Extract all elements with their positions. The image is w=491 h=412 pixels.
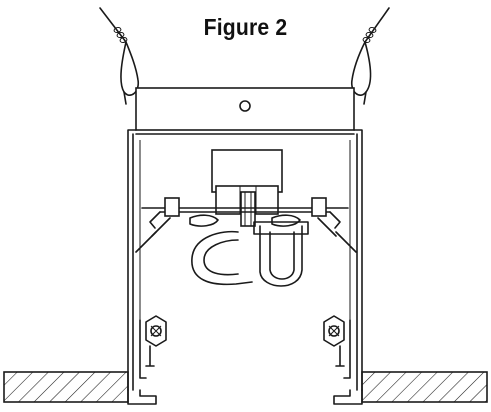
ceiling-right (361, 371, 488, 403)
top-mounting-plate (135, 87, 355, 131)
lamp-tube-left (191, 230, 253, 286)
trim-flange (127, 389, 363, 405)
lamp-tube-right (253, 221, 309, 287)
lamp-bracket (135, 197, 357, 253)
right-hanger-wire (350, 7, 390, 105)
housing-frame (127, 129, 363, 391)
right-trim-clip (323, 315, 351, 379)
ballast-block (211, 149, 283, 227)
figure-title: Figure 2 (203, 14, 288, 40)
ceiling-left (3, 371, 129, 403)
mounting-hole (239, 100, 251, 112)
left-trim-clip (139, 315, 167, 379)
left-hanger-wire (99, 7, 140, 105)
